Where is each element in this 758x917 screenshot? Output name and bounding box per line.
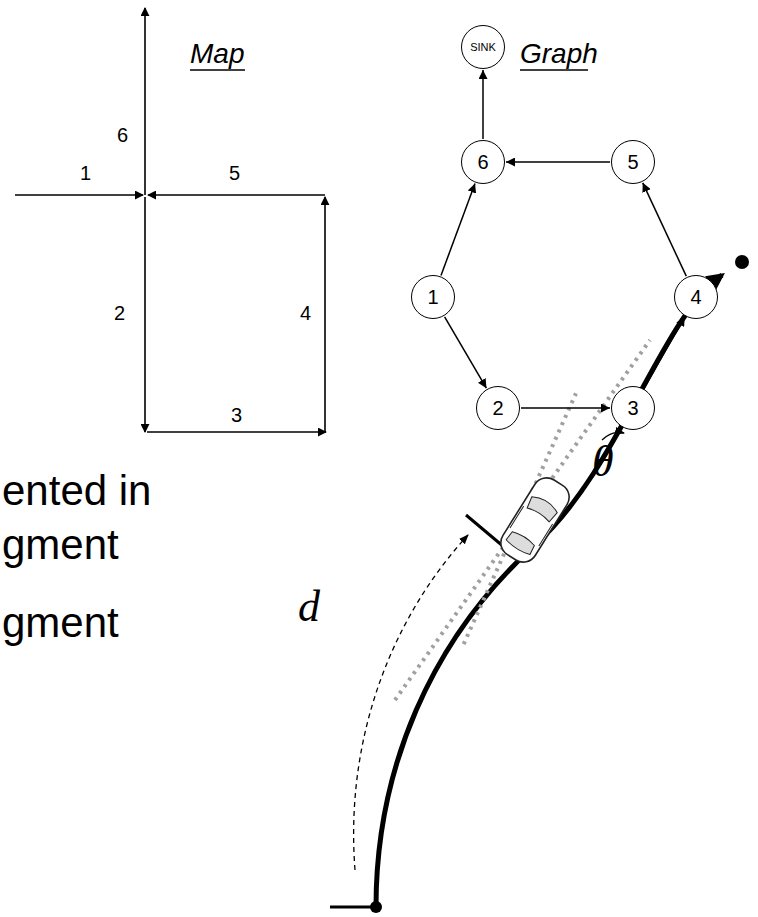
graph-node-circle: 4 [674,275,718,319]
road-map [15,8,326,432]
node-label: 5 [627,152,638,172]
node-label: 2 [492,398,503,418]
graph-edge-arrow [644,317,684,388]
graph-node-circle: 5 [611,140,655,184]
segment-number: 4 [300,303,311,323]
graph-edge-arrow [441,184,475,276]
node-label: 6 [477,152,488,172]
node-label: 3 [627,398,638,418]
segment-number: 2 [114,303,125,323]
title-underline [190,69,245,71]
graph-edge-arrow [482,70,484,139]
node-label: 1 [427,287,438,307]
graph-node-circle: 2 [476,386,520,430]
graph-node-circle: SINK [461,25,505,69]
segment-number: 6 [117,125,128,145]
segment-number: 5 [229,163,240,183]
distance-label: d [298,585,320,629]
graph-edge-arrow [643,183,687,276]
graph-title: Graph [520,40,598,68]
node-label: SINK [470,42,496,53]
node-label: 4 [690,287,701,307]
car-figure [330,255,749,913]
angle-label: θ [592,440,614,484]
graph-node-circle: 3 [611,386,655,430]
segment-number: 3 [231,405,242,425]
segment-number: 1 [80,163,91,183]
slide-text: gment [2,602,119,644]
slide-text: ented in [2,470,151,512]
graph-edge-arrow [521,407,610,409]
graph-node-circle: 1 [411,275,455,319]
graph-edge-arrow [445,317,487,388]
graph-node-circle: 6 [461,140,505,184]
title-underline [520,69,588,71]
graph-edge-arrow [506,161,610,163]
map-title: Map [190,40,244,68]
slide-text: gment [2,524,119,566]
